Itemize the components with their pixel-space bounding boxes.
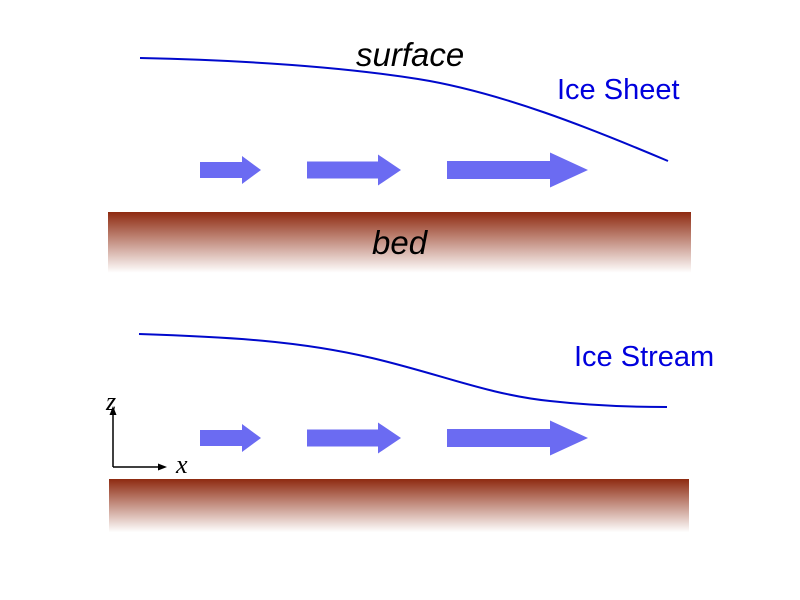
x-axis-label: x bbox=[176, 450, 188, 479]
surface-label: surface bbox=[356, 36, 465, 73]
ice-stream-surface-curve bbox=[138, 333, 668, 408]
flow-arrow-icon bbox=[200, 424, 261, 452]
ice-stream-bed-gradient bbox=[109, 479, 689, 537]
x-axis-arrowhead-icon bbox=[158, 463, 167, 471]
flow-arrow-icon bbox=[447, 152, 588, 188]
ice-sheet-title: Ice Sheet bbox=[557, 74, 680, 106]
ice-sheet-bed-gradient bbox=[108, 212, 691, 278]
ice-stream-title: Ice Stream bbox=[574, 341, 715, 373]
ice-sheet-surface-curve bbox=[139, 57, 669, 162]
flow-arrow-icon bbox=[447, 420, 588, 456]
bed-label: bed bbox=[372, 224, 428, 261]
z-axis-label: z bbox=[106, 387, 117, 416]
flow-arrow-icon bbox=[307, 422, 401, 454]
flow-arrow-icon bbox=[200, 156, 261, 184]
z-axis-arrowhead-icon bbox=[109, 406, 117, 415]
flow-arrow-icon bbox=[307, 154, 401, 186]
